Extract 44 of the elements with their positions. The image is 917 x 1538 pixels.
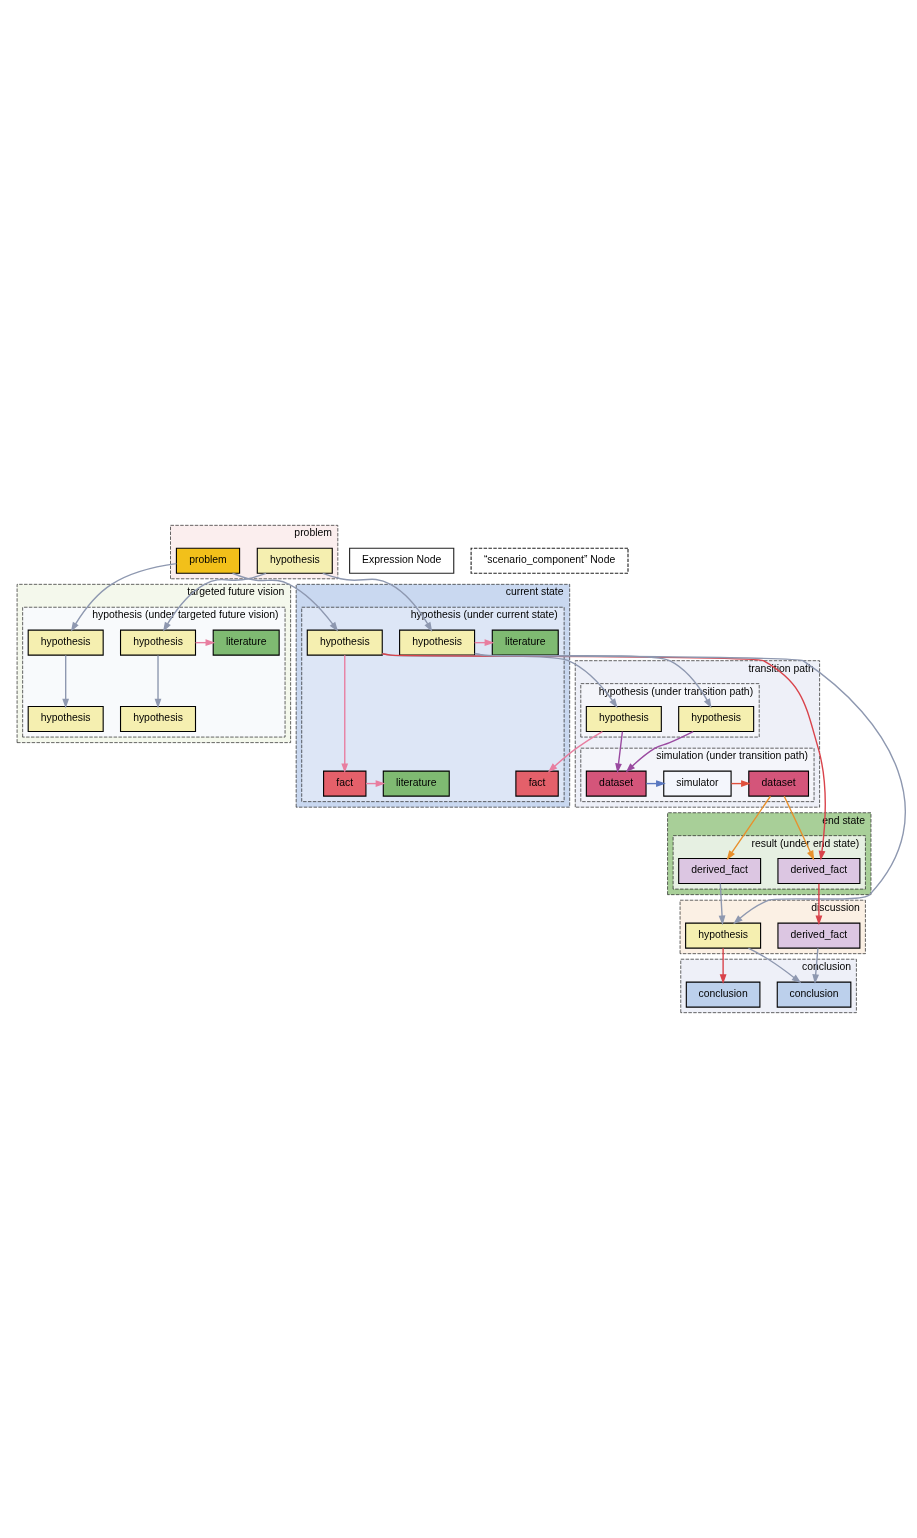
arrow: [70, 562, 178, 632]
arrow: [231, 572, 339, 632]
node-box: simulator: [663, 770, 732, 797]
node-box: problem: [175, 547, 241, 574]
node-box: hypothesis: [678, 705, 755, 733]
node-box: hypothesis: [27, 705, 104, 733]
node-box: hypothesis: [399, 629, 476, 656]
node-box: hypothesis: [685, 922, 762, 949]
arrow: [812, 947, 820, 985]
arrow: [615, 730, 624, 774]
legend-label: Expression Node: [362, 554, 442, 566]
node-box: literature: [382, 770, 450, 797]
node-box: conclusion: [776, 981, 852, 1008]
node-box: hypothesis: [119, 629, 197, 656]
arrow: [726, 795, 772, 861]
arrow: [322, 572, 433, 632]
node-box: fact: [515, 770, 559, 797]
node-box: derived_fact: [777, 858, 861, 885]
node-box: dataset: [585, 770, 647, 797]
node-box: derived_fact: [678, 858, 762, 885]
arrow: [783, 795, 815, 861]
arrow: [547, 730, 604, 773]
node-box: dataset: [748, 770, 810, 797]
node-box: literature: [491, 629, 559, 656]
node-box: literature: [212, 629, 280, 656]
arrow: [341, 654, 349, 774]
node-box: hypothesis: [256, 547, 333, 574]
arrow: [718, 882, 726, 926]
node-box: hypothesis: [306, 629, 383, 656]
arrow: [747, 947, 802, 984]
legend-label: “scenario_component” Node: [483, 554, 616, 566]
arrow: [474, 653, 907, 925]
arrow: [719, 947, 727, 985]
node-box: hypothesis: [119, 705, 197, 733]
arrow: [625, 730, 694, 773]
node-box: fact: [323, 770, 367, 797]
node-box: conclusion: [685, 981, 761, 1008]
arrow: [154, 654, 162, 709]
arrow: [815, 882, 823, 926]
arrow: [62, 654, 70, 709]
node-box: hypothesis: [27, 629, 104, 656]
node-box: derived_fact: [777, 922, 861, 949]
node-box: hypothesis: [585, 705, 662, 733]
arrow: [163, 572, 267, 632]
